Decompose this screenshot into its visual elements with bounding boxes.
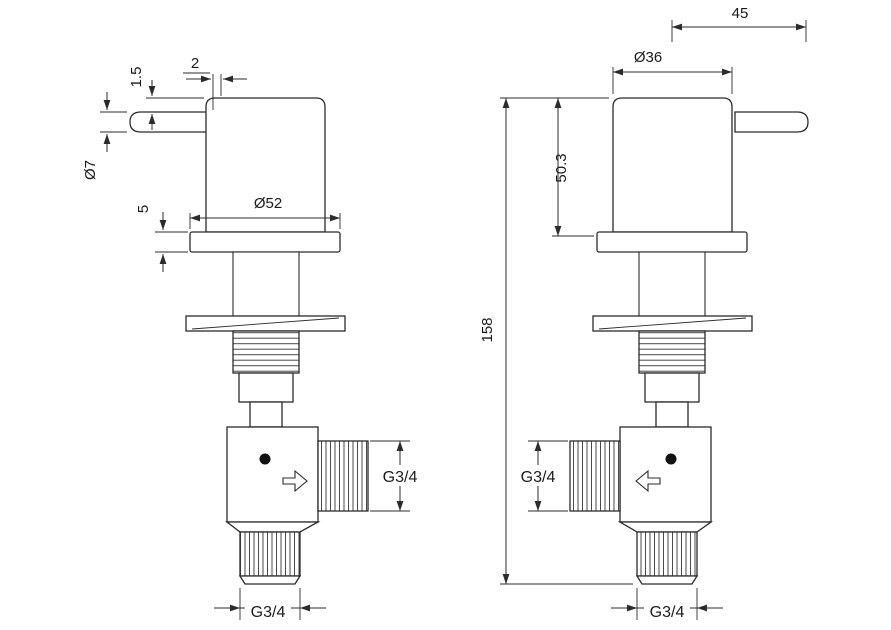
left-side-port-thread — [317, 440, 369, 512]
left-threaded-stem — [232, 330, 300, 374]
dim-label-handle-length: 45 — [732, 5, 749, 22]
right-side-port-thread — [569, 440, 621, 512]
label-mask — [515, 465, 561, 486]
right-wall-plate-slash — [598, 317, 747, 330]
label-mask — [245, 600, 291, 621]
left-bottom-port-chamfer — [238, 575, 302, 585]
label-mask — [377, 465, 423, 486]
left-stem-neck — [238, 372, 294, 403]
left-body-dot — [259, 453, 271, 465]
left-flow-direction-arrow-icon — [282, 469, 308, 493]
left-valve-flange — [189, 231, 341, 253]
dim-label-head-height: 50.3 — [553, 153, 570, 182]
right-body-taper — [617, 521, 714, 533]
right-stem-neck — [644, 372, 700, 403]
right-stem-collar — [655, 401, 689, 428]
left-wall-plate-slash — [191, 317, 340, 330]
right-flow-direction-arrow-icon — [635, 469, 661, 493]
dim-label-side-thread: G3/4 — [521, 469, 556, 486]
dim-label-bottom-thread: G3/4 — [251, 604, 286, 621]
right-valve-view — [569, 97, 809, 585]
right-upper-stem — [638, 251, 706, 317]
right-valve-handle — [734, 111, 809, 133]
dim-label-flange-diameter: Ø52 — [254, 195, 282, 212]
right-view-dimensions: 45 Ø36 50.3 158 G3/4 — [479, 5, 807, 621]
dim-label-body-diameter: Ø36 — [634, 49, 662, 66]
dim-label-handle-diameter: Ø7 — [82, 160, 99, 180]
right-valve-head — [612, 97, 733, 233]
left-view-dimensions: 2 1.5 Ø7 Ø52 5 — [82, 55, 423, 621]
left-valve-view — [129, 97, 369, 585]
left-bottom-port-thread — [239, 531, 301, 577]
dim-label-overall-height: 158 — [479, 317, 496, 342]
dim-label-bottom-thread: G3/4 — [650, 604, 685, 621]
left-valve-body — [226, 426, 319, 523]
right-threaded-stem — [638, 330, 706, 374]
right-body-dot — [665, 453, 677, 465]
left-valve-handle — [129, 111, 211, 133]
right-valve-flange — [596, 231, 748, 253]
left-stem-collar — [249, 401, 283, 428]
dim-label-handle-gap: 2 — [191, 55, 199, 72]
right-valve-body — [619, 426, 712, 523]
left-valve-head — [205, 97, 326, 233]
right-bottom-port-chamfer — [635, 575, 699, 585]
right-bottom-port-thread — [636, 531, 698, 577]
dim-label-side-thread: G3/4 — [383, 469, 418, 486]
label-mask — [644, 600, 690, 621]
left-upper-stem — [232, 251, 300, 317]
dim-label-flange-thickness: 5 — [135, 205, 152, 213]
left-body-taper — [225, 521, 321, 533]
dim-label-handle-step: 1.5 — [128, 67, 145, 88]
